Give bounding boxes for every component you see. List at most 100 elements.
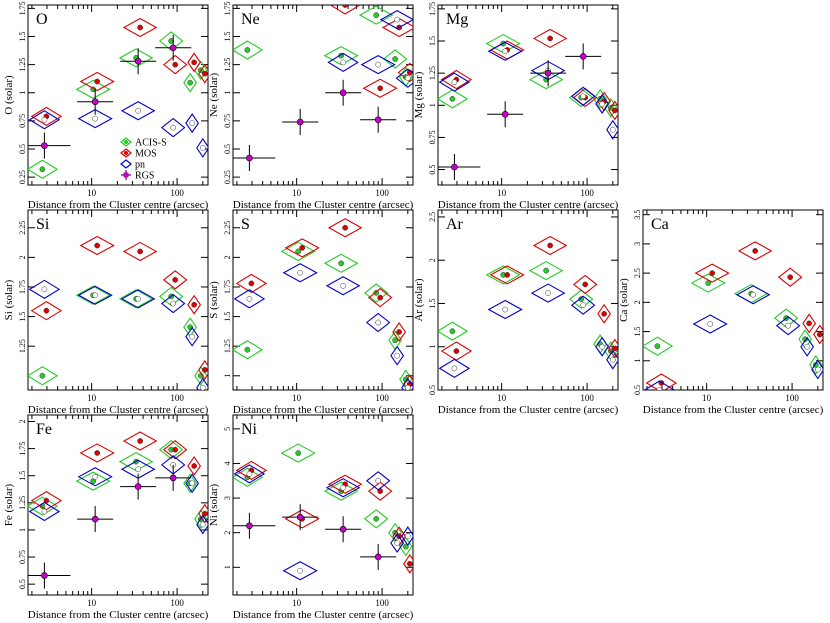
- rgs-point: [169, 474, 177, 482]
- pn-range: [77, 285, 113, 305]
- legend-marker: [120, 148, 132, 158]
- y-axis-label: O (solar): [3, 75, 15, 115]
- acis-s-range: [75, 471, 111, 491]
- pn-range: [77, 108, 113, 129]
- pn-point: [199, 384, 206, 390]
- pn-point: [375, 61, 382, 68]
- acis-s-range: [183, 473, 198, 494]
- mos-point: [547, 35, 553, 42]
- pn-point: [750, 291, 756, 298]
- pn-range: [185, 113, 200, 134]
- mos-point: [172, 446, 179, 453]
- mos-point: [406, 560, 413, 567]
- mos-point: [752, 248, 758, 254]
- panel-frame: [232, 414, 414, 596]
- mos-point: [191, 59, 197, 66]
- pn-point: [609, 356, 616, 363]
- mos-point: [137, 24, 143, 31]
- y-tick-label: 0.5: [18, 144, 27, 154]
- series-layer: [233, 5, 413, 171]
- acis-s-range: [798, 329, 813, 350]
- mos-point: [172, 277, 179, 283]
- y-tick-label: 3: [633, 242, 642, 246]
- pn-point: [502, 48, 509, 55]
- pn-point: [170, 124, 177, 131]
- acis-s-range: [388, 330, 403, 351]
- mos-range: [79, 443, 115, 463]
- mos-point: [94, 242, 101, 249]
- series-layer: [28, 235, 208, 390]
- x-tick-label: 10: [87, 598, 97, 608]
- panel-frame: [642, 209, 824, 391]
- mos-range: [597, 303, 612, 324]
- pn-range: [120, 101, 156, 121]
- legend-label: ACIS-S: [135, 138, 167, 149]
- pn-point: [189, 480, 195, 487]
- mos-range: [187, 455, 202, 476]
- pn-range: [120, 289, 156, 309]
- pn-point: [135, 107, 141, 114]
- panel-title: Fe: [36, 421, 52, 438]
- mos-range: [362, 78, 398, 98]
- acis-s-range: [399, 536, 413, 557]
- y-tick-label: 0.75: [223, 114, 232, 128]
- mos-point: [342, 224, 348, 231]
- y-tick-label: 0.75: [18, 550, 27, 564]
- pn-point: [92, 115, 99, 122]
- pn-range: [570, 86, 596, 106]
- pn-range: [196, 514, 208, 535]
- pn-range: [595, 336, 610, 357]
- mos-point: [787, 274, 794, 281]
- mos-range: [489, 265, 525, 285]
- pn-range: [365, 471, 391, 491]
- legend-marker: [120, 137, 132, 147]
- pn-range: [395, 68, 413, 88]
- acis-s-range: [809, 354, 823, 375]
- y-tick-label: 1: [223, 91, 232, 95]
- mos-point: [504, 272, 511, 278]
- acis-s-range: [398, 67, 413, 87]
- acis-s-point: [39, 372, 46, 379]
- acis-s-range: [643, 336, 674, 356]
- y-tick-label: 1.75: [18, 280, 27, 294]
- panel-title: O: [36, 11, 48, 28]
- pn-range: [185, 473, 200, 494]
- mos-point: [172, 61, 179, 68]
- mos-range: [367, 481, 393, 501]
- acis-s-point: [244, 47, 251, 53]
- acis-s-point: [449, 96, 456, 102]
- mos-point: [191, 301, 197, 308]
- pn-range: [390, 345, 405, 366]
- acis-s-range: [568, 289, 594, 309]
- y-tick-label: 1.5: [18, 312, 27, 322]
- y-axis-label: Mg (solar): [413, 71, 425, 118]
- pn-range: [530, 283, 566, 303]
- rgs-point: [296, 118, 304, 126]
- mos-point: [248, 280, 255, 287]
- series-layer: [28, 17, 208, 179]
- pn-point: [41, 286, 48, 293]
- series-layer: [643, 241, 823, 390]
- y-axis-label: Fe (solar): [3, 483, 15, 526]
- pn-point: [199, 145, 206, 151]
- y-tick-label: 1.5: [428, 298, 437, 308]
- rgs-point: [91, 98, 99, 106]
- acis-s-point: [373, 515, 380, 522]
- mos-range: [30, 491, 63, 511]
- x-tick-label: 10: [292, 188, 302, 198]
- pn-range: [185, 326, 200, 347]
- rgs-point: [169, 44, 177, 52]
- pn-range: [327, 52, 359, 73]
- rgs-point: [134, 57, 142, 65]
- mos-range: [162, 439, 188, 460]
- pn-range: [233, 289, 266, 309]
- pn-point: [394, 540, 400, 546]
- y-tick-label: 0.5: [428, 385, 437, 395]
- pn-point: [170, 300, 177, 307]
- acis-s-range: [233, 467, 264, 487]
- pn-range: [120, 459, 156, 479]
